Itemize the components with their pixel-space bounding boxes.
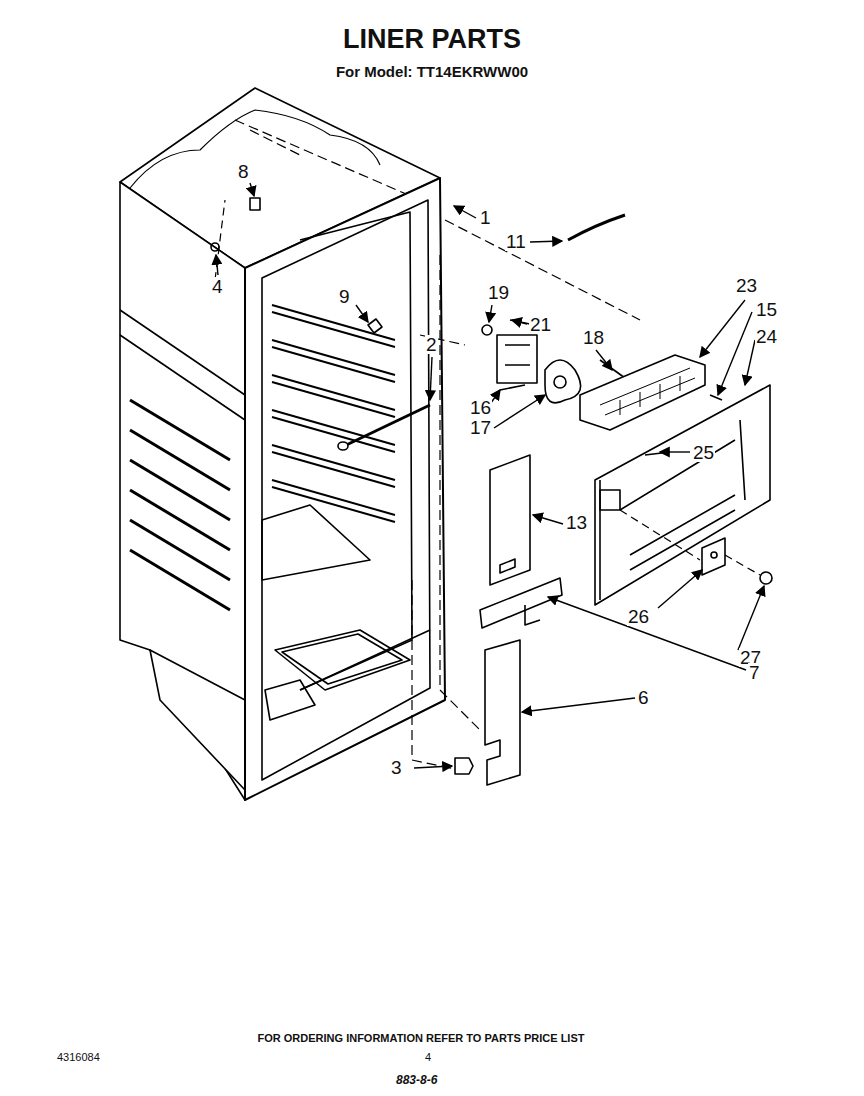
callout-number: 17	[469, 418, 492, 437]
callout-number: 18	[582, 328, 605, 347]
page-number: 4	[425, 1052, 431, 1063]
callout-number: 11	[505, 232, 527, 251]
callout-number: 21	[529, 315, 552, 334]
callout-number: 16	[469, 398, 492, 417]
callout-number: 13	[565, 513, 588, 532]
callout-number: 2	[425, 335, 438, 354]
callout-number: 3	[390, 758, 403, 777]
callout-number: 25	[692, 443, 715, 462]
callout-number: 24	[755, 327, 778, 346]
document-number: 4316084	[57, 1052, 100, 1063]
callout-number: 26	[627, 607, 650, 626]
callout-number: 19	[487, 283, 510, 302]
callout-number: 8	[237, 162, 250, 181]
callout-number: 1	[479, 208, 492, 227]
model-subtitle: For Model: TT14EKRWW00	[336, 64, 528, 79]
callout-number: 23	[735, 276, 758, 295]
handwritten-code: 883-8-6	[396, 1074, 437, 1086]
callout-number: 7	[748, 663, 761, 682]
callout-number: 15	[755, 300, 778, 319]
ordering-note: FOR ORDERING INFORMATION REFER TO PARTS …	[258, 1033, 585, 1044]
callout-number: 4	[211, 277, 224, 296]
diagram-title: LINER PARTS	[343, 26, 521, 53]
callout-number: 9	[338, 287, 351, 306]
callout-number: 6	[637, 688, 650, 707]
